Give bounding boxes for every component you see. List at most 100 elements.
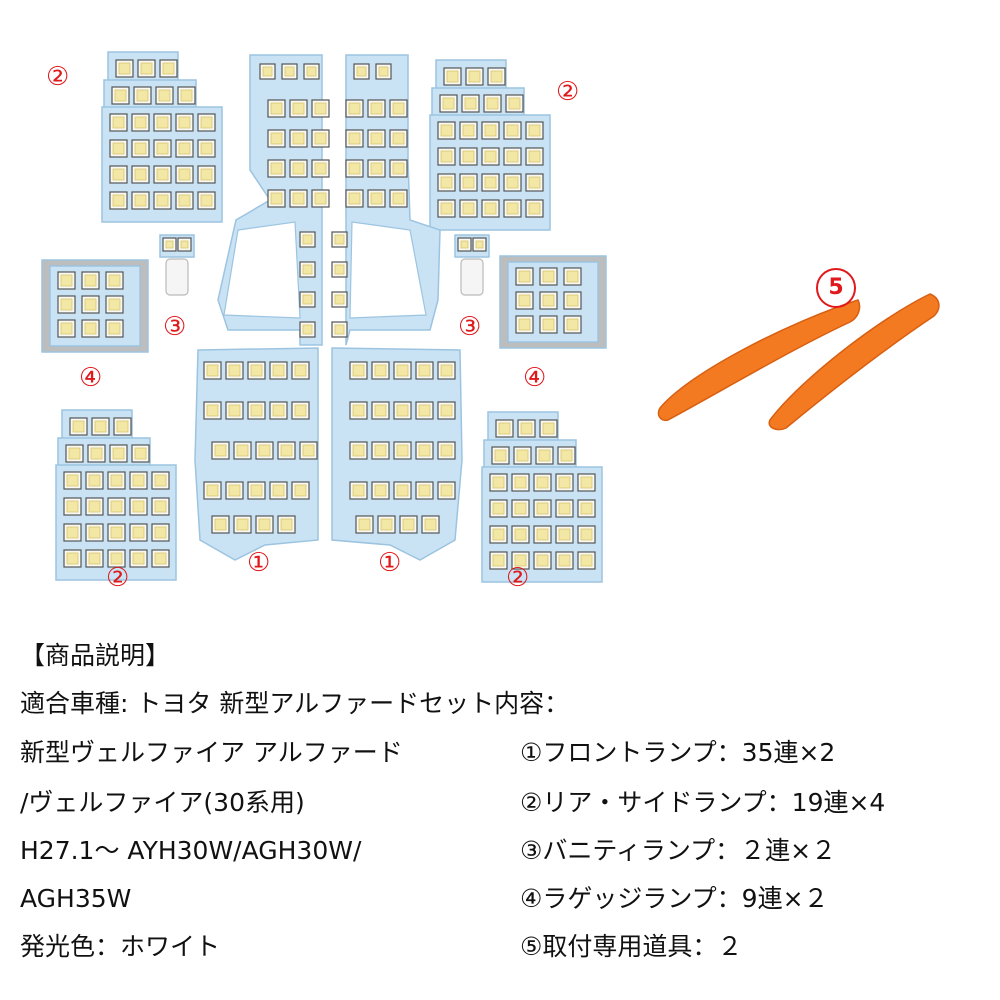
led-chip <box>109 113 128 132</box>
led-chip-emitter <box>396 484 409 497</box>
led-chip <box>557 446 576 465</box>
led-chip-emitter <box>178 116 191 129</box>
led-chip-emitter <box>68 447 81 460</box>
led-chip <box>162 237 177 252</box>
led-chip <box>233 515 252 534</box>
led-chip <box>515 291 534 310</box>
led-chip <box>63 523 82 542</box>
led-chip <box>65 444 84 463</box>
led-chip <box>153 139 172 158</box>
description-right-line-5: ⑤取付専用道具：２ <box>520 932 743 961</box>
led-chip-emitter <box>272 404 285 417</box>
led-chip <box>503 121 522 140</box>
led-chip <box>81 271 100 290</box>
led-chip <box>277 515 296 534</box>
led-chip-emitter <box>108 298 121 311</box>
led-chip <box>459 121 478 140</box>
led-chip-emitter <box>352 484 365 497</box>
led-chip <box>109 139 128 158</box>
led-chip <box>533 551 552 570</box>
led-chip <box>525 147 544 166</box>
led-chip-emitter <box>542 270 555 283</box>
led-chip <box>57 319 76 338</box>
led-chip <box>393 481 412 500</box>
led-chip-emitter <box>292 102 305 115</box>
led-chip-emitter <box>558 502 571 515</box>
led-chip-emitter <box>506 202 519 215</box>
led-chip-emitter <box>580 476 593 489</box>
led-chip <box>107 497 126 516</box>
led-chip <box>555 551 574 570</box>
led-chip <box>533 499 552 518</box>
led-chip-emitter <box>418 484 431 497</box>
led-chip <box>267 189 286 208</box>
led-chip-emitter <box>514 554 527 567</box>
led-chip <box>151 497 170 516</box>
led-chip-emitter <box>236 444 249 457</box>
led-chip-emitter <box>396 444 409 457</box>
led-chip-emitter <box>302 264 313 275</box>
led-chip <box>389 159 408 178</box>
led-chip <box>511 499 530 518</box>
led-chip <box>459 199 478 218</box>
led-chip <box>311 159 330 178</box>
led-chip <box>349 441 368 460</box>
led-chip <box>85 497 104 516</box>
label-vanity-right: ③ <box>458 312 482 342</box>
led-chip-emitter <box>306 66 317 77</box>
led-chip <box>107 549 126 568</box>
led-chip-emitter <box>490 70 503 83</box>
led-chip-emitter <box>84 298 97 311</box>
led-chip-emitter <box>270 162 283 175</box>
led-chip-emitter <box>294 404 307 417</box>
led-chip <box>489 473 508 492</box>
led-chip-emitter <box>270 192 283 205</box>
led-chip-emitter <box>156 168 169 181</box>
led-chip-emitter <box>440 202 453 215</box>
vanity-module-right-socket <box>460 258 484 296</box>
led-chip <box>203 401 222 420</box>
led-chip-emitter <box>292 132 305 145</box>
led-chip-emitter <box>464 97 477 110</box>
led-chip <box>151 549 170 568</box>
led-chip-emitter <box>156 142 169 155</box>
led-chip <box>389 189 408 208</box>
led-chip-emitter <box>374 484 387 497</box>
label-rear-side-bottom-left: ② <box>106 563 130 593</box>
led-chip-emitter <box>294 484 307 497</box>
led-chip <box>291 401 310 420</box>
led-chip-emitter <box>154 526 167 539</box>
led-chip <box>109 191 128 210</box>
led-chip <box>269 481 288 500</box>
led-chip <box>437 401 456 420</box>
led-chip <box>85 549 104 568</box>
led-chip-emitter <box>72 420 85 433</box>
tool-pry-bar-1 <box>657 299 861 422</box>
led-chip-emitter <box>134 142 147 155</box>
led-chip-emitter <box>180 240 189 249</box>
led-chip <box>481 121 500 140</box>
led-chip <box>503 199 522 218</box>
led-chip <box>267 99 286 118</box>
led-chip-emitter <box>134 194 147 207</box>
led-chip-emitter <box>392 102 405 115</box>
led-chip <box>331 231 348 248</box>
led-chip-emitter <box>506 124 519 137</box>
led-chip-emitter <box>112 116 125 129</box>
led-chip-emitter <box>60 274 73 287</box>
led-chip-emitter <box>374 444 387 457</box>
led-chip <box>175 139 194 158</box>
led-chip-emitter <box>494 449 507 462</box>
label-tool: 5 <box>816 268 856 308</box>
led-chip <box>481 173 500 192</box>
led-chip <box>437 441 456 460</box>
led-chip-emitter <box>200 194 213 207</box>
led-chip <box>371 401 390 420</box>
description-right-line-4: ④ラゲッジランプ：9連×２ <box>520 884 829 913</box>
led-chip-emitter <box>392 162 405 175</box>
led-chip-emitter <box>402 518 415 531</box>
led-chip <box>511 551 530 570</box>
led-chip <box>577 525 596 544</box>
led-chip-emitter <box>165 240 174 249</box>
led-chip-emitter <box>492 476 505 489</box>
